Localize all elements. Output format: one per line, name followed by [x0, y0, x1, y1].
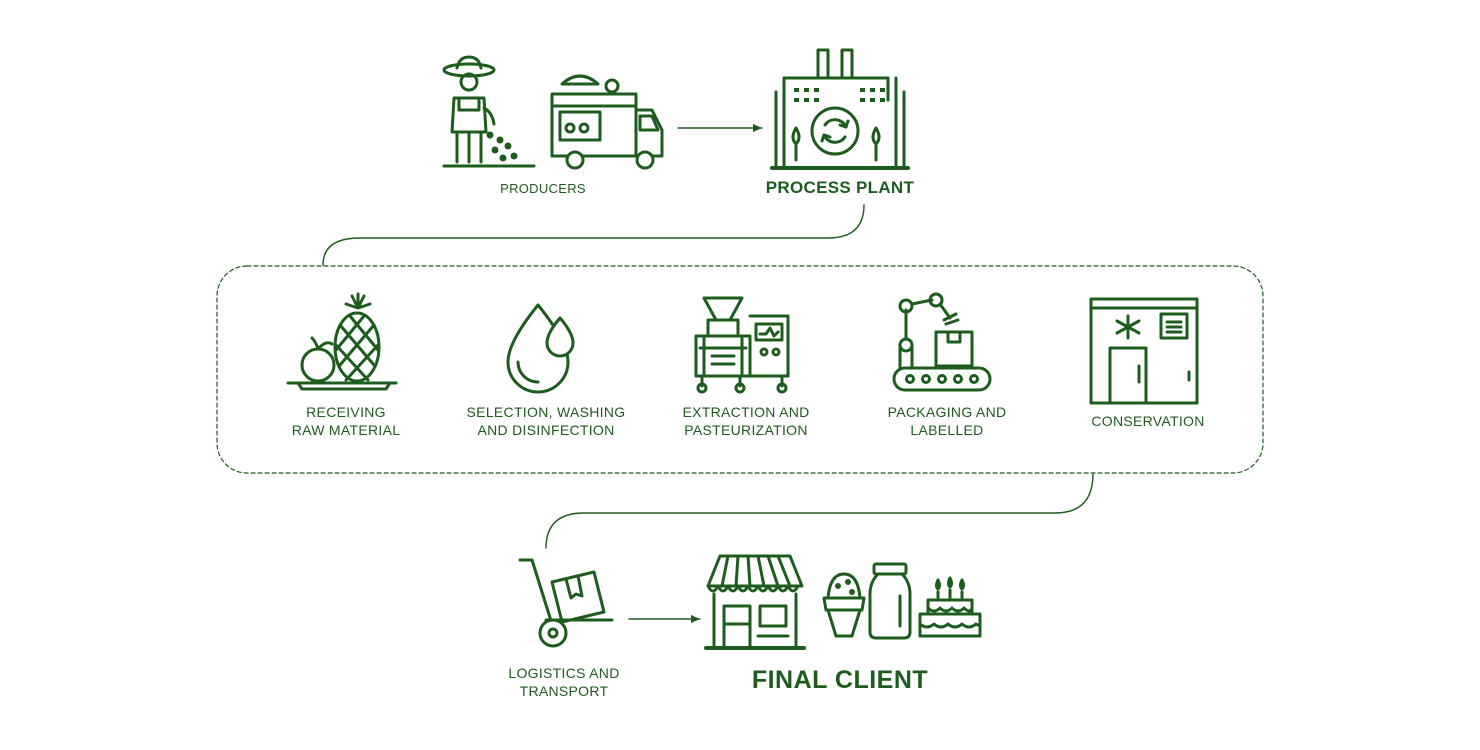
step-label-conservation: CONSERVATION: [1091, 413, 1205, 429]
cold-room-icon: [1089, 297, 1199, 405]
label-logistics: LOGISTICS AND TRANSPORT: [508, 665, 620, 699]
label-process-plant: PROCESS PLANT: [765, 178, 915, 197]
step-label-receiving: RECEIVING RAW MATERIAL: [291, 404, 401, 438]
cake-icon: [918, 576, 982, 638]
robot-arm-conveyor-icon: [892, 292, 992, 392]
ice-cream-icon: [822, 572, 866, 638]
extraction-machine-icon: [694, 296, 790, 394]
jar-icon: [868, 562, 912, 640]
connector-process-to-logistics: [545, 473, 1094, 549]
step-label-extraction: EXTRACTION AND PASTEURIZATION: [682, 404, 810, 438]
hand-truck-icon: [518, 558, 614, 648]
step-label-packaging: PACKAGING AND LABELLED: [887, 404, 1007, 438]
farmer-icon: [442, 55, 536, 168]
connector-plant-to-process: [322, 204, 865, 266]
food-truck-icon: [550, 74, 664, 170]
step-label-selection: SELECTION, WASHING AND DISINFECTION: [466, 404, 626, 438]
label-final-client: FINAL CLIENT: [751, 666, 929, 694]
label-producers: PRODUCERS: [500, 181, 586, 196]
fruit-basket-icon: [286, 292, 398, 391]
water-drop-icon: [506, 303, 575, 394]
process-steps-frame: [216, 265, 1264, 474]
factory-icon: [770, 48, 910, 170]
store-icon: [704, 554, 806, 650]
